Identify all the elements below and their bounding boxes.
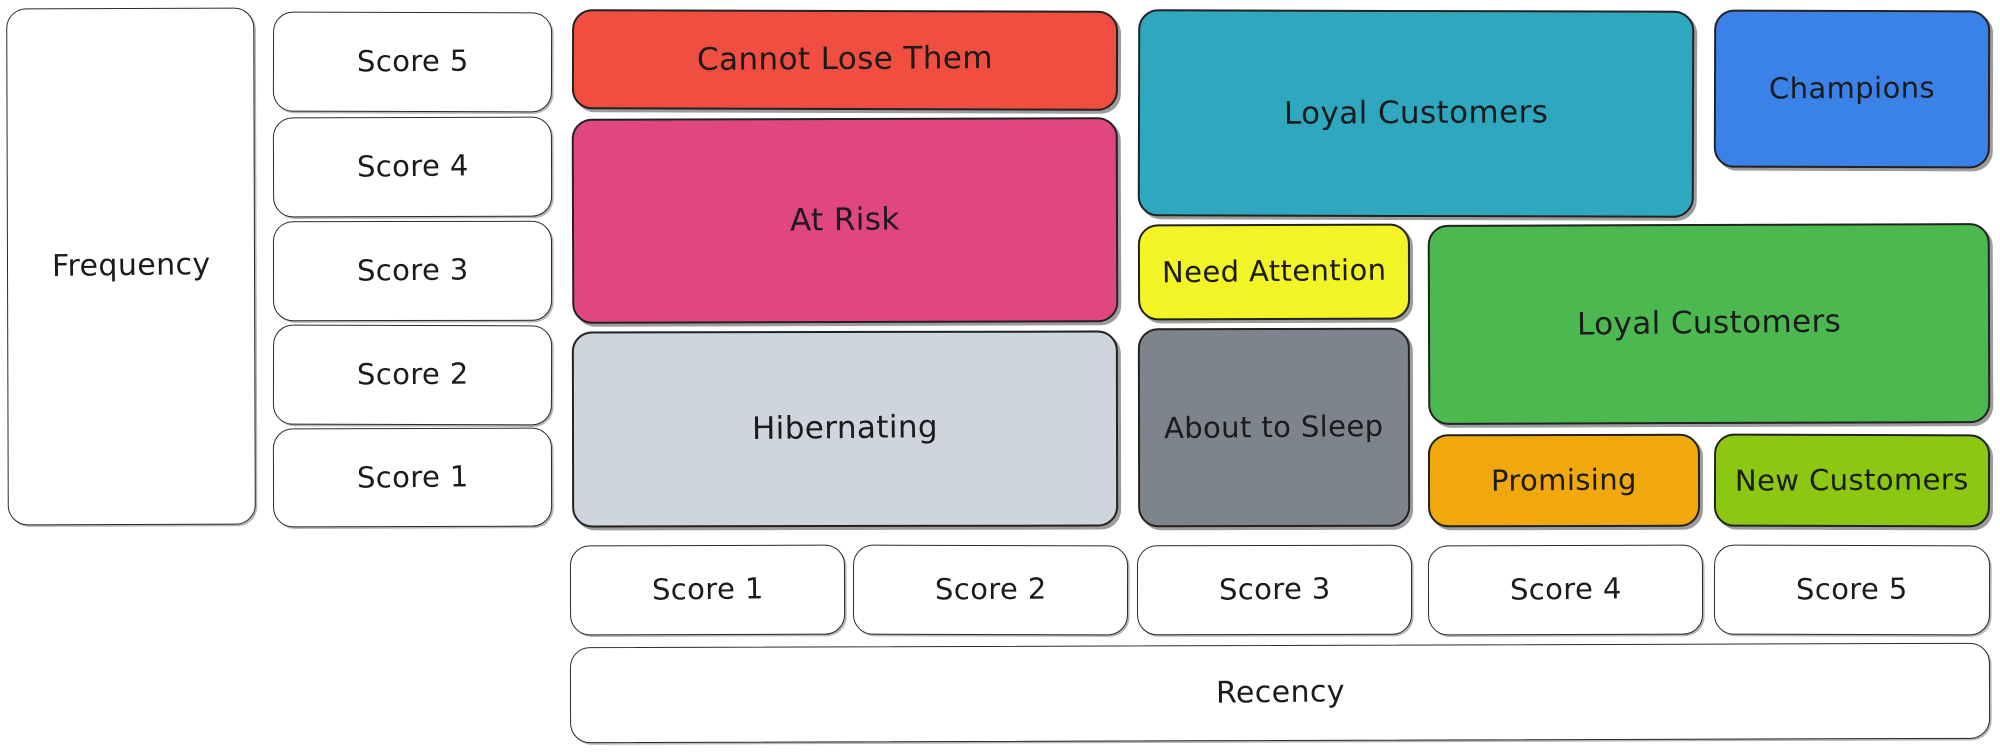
recency-score-1-label: Score 1 [651, 571, 764, 607]
segment-need-attention-label: Need Attention [1161, 252, 1387, 290]
frequency-score-2-label: Score 2 [356, 356, 469, 392]
recency-score-5-box: Score 5 [1713, 544, 1991, 636]
segment-loyal-customers-teal-label: Loyal Customers [1283, 93, 1549, 132]
segment-champions-label: Champions [1768, 70, 1936, 106]
recency-score-5-label: Score 5 [1796, 571, 1908, 607]
frequency-axis-label: Frequency [51, 247, 211, 285]
segment-about-to-sleep-label: About to Sleep [1164, 408, 1384, 445]
recency-axis-label: Recency [1215, 673, 1345, 711]
segment-hibernating: Hibernating [571, 330, 1119, 528]
recency-score-4-box: Score 4 [1427, 544, 1704, 636]
frequency-score-1-box: Score 1 [272, 427, 553, 528]
frequency-score-2-box: Score 2 [272, 324, 553, 426]
segment-cannot-lose-them: Cannot Lose Them [571, 9, 1119, 111]
recency-score-3-box: Score 3 [1136, 544, 1413, 636]
segment-loyal-customers-teal: Loyal Customers [1137, 9, 1695, 218]
segment-loyal-customers-green-label: Loyal Customers [1576, 303, 1842, 343]
segment-loyal-customers-green: Loyal Customers [1427, 223, 1991, 425]
segment-at-risk-label: At Risk [789, 201, 901, 239]
frequency-score-5-label: Score 5 [356, 43, 469, 79]
frequency-score-5-box: Score 5 [272, 11, 553, 113]
recency-score-3-label: Score 3 [1218, 571, 1331, 607]
segment-need-attention: Need Attention [1137, 223, 1411, 321]
recency-score-2-box: Score 2 [852, 544, 1129, 636]
segment-new-customers: New Customers [1713, 433, 1991, 528]
frequency-score-3-box: Score 3 [272, 220, 553, 322]
recency-score-4-label: Score 4 [1509, 571, 1622, 607]
segment-about-to-sleep: About to Sleep [1137, 327, 1411, 528]
segment-promising-label: Promising [1490, 462, 1638, 498]
recency-score-2-label: Score 2 [934, 571, 1047, 607]
segment-hibernating-label: Hibernating [751, 409, 939, 448]
frequency-score-4-label: Score 4 [356, 148, 469, 184]
frequency-score-4-box: Score 4 [272, 116, 553, 218]
segment-at-risk: At Risk [571, 117, 1119, 324]
frequency-score-3-label: Score 3 [356, 252, 469, 288]
frequency-axis-label-box: Frequency [6, 7, 256, 526]
segment-cannot-lose-them-label: Cannot Lose Them [696, 40, 994, 79]
frequency-score-1-label: Score 1 [356, 459, 469, 495]
segment-promising: Promising [1427, 433, 1701, 528]
recency-score-1-box: Score 1 [569, 544, 846, 636]
recency-axis-label-box: Recency [569, 642, 1991, 744]
segment-champions: Champions [1713, 9, 1991, 169]
segment-new-customers-label: New Customers [1735, 462, 1969, 498]
